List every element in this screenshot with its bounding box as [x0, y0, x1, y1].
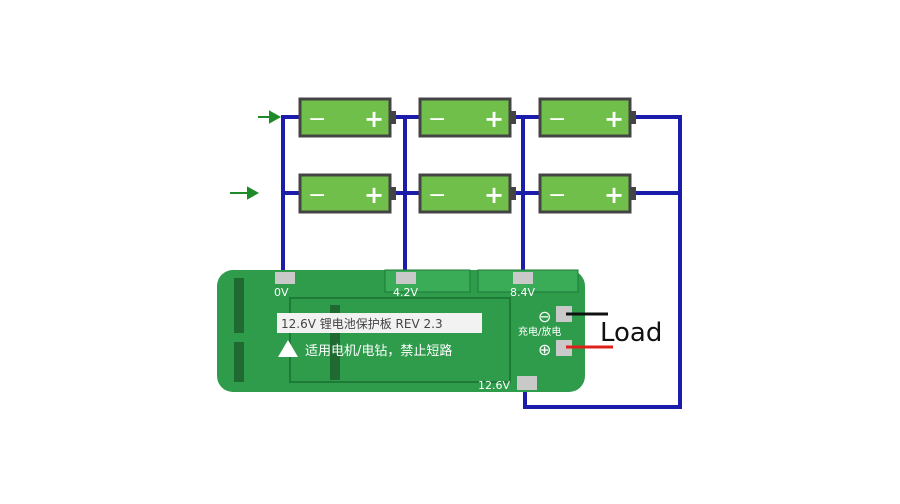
battery-cell: − + [418, 97, 516, 138]
battery-cell: − + [538, 173, 636, 214]
battery-cell: − + [298, 97, 396, 138]
positive-terminal-label: + [364, 105, 384, 133]
minus-terminal-icon: ⊖ [538, 307, 551, 326]
pad-0v-label: 0V [274, 286, 289, 299]
load-label: Load [600, 318, 662, 348]
board-warning: 适用电机/电钻，禁止短路 [305, 343, 452, 359]
wire-126v [523, 115, 682, 409]
battery-cell: − + [418, 173, 516, 214]
positive-terminal-label: + [484, 181, 504, 209]
battery-cell: − + [298, 173, 396, 214]
warning-icon [278, 340, 298, 357]
positive-terminal-label: + [604, 181, 624, 209]
battery-cells: − + − + − + − + − + − + [298, 97, 636, 214]
plus-terminal-icon: ⊕ [538, 340, 551, 359]
pad-4.2v-label: 4.2V [393, 286, 418, 299]
positive-terminal-label: + [364, 181, 384, 209]
charge-discharge-label: 充电/放电 [518, 325, 561, 338]
negative-terminal-label: − [428, 107, 446, 132]
negative-terminal-label: − [308, 183, 326, 208]
pad-12.6v-label: 12.6V [478, 379, 510, 392]
wire-0v [281, 115, 300, 275]
pad-8.4v-label: 8.4V [510, 286, 535, 299]
negative-terminal-label: − [428, 183, 446, 208]
wire-42v [395, 115, 407, 275]
board-title: 12.6V 锂电池保护板 REV 2.3 [281, 316, 443, 331]
negative-terminal-label: − [548, 183, 566, 208]
protection-board: 0V 4.2V 8.4V 12.6V 12.6V 锂电池保护板 REV 2.3 … [217, 269, 585, 392]
negative-terminal-label: − [308, 107, 326, 132]
positive-terminal-label: + [484, 105, 504, 133]
positive-terminal-label: + [604, 105, 624, 133]
negative-terminal-label: − [548, 107, 566, 132]
battery-cell: − + [538, 97, 636, 138]
wires [281, 115, 682, 409]
arrow-icons [230, 110, 282, 200]
